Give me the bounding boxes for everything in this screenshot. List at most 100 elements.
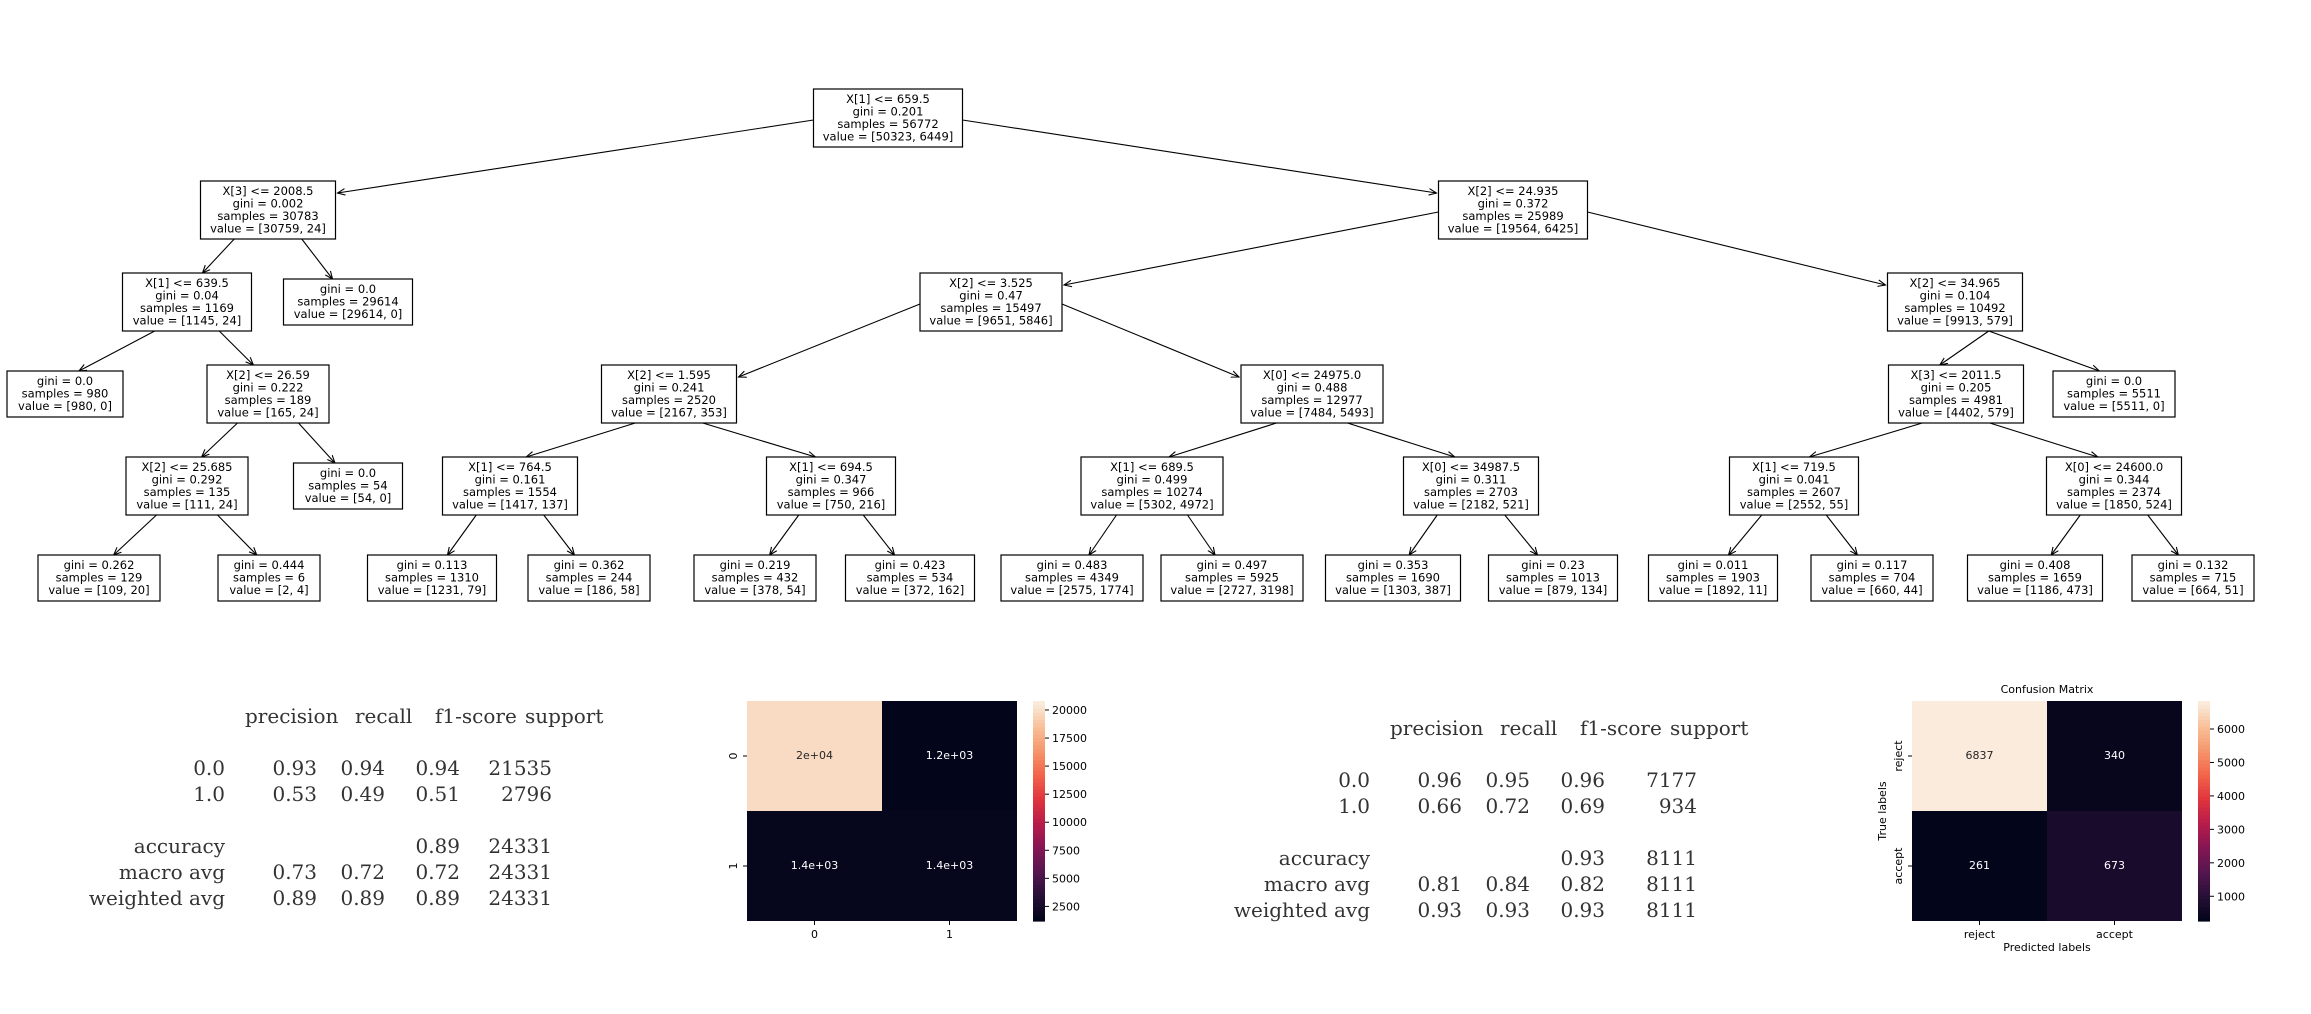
heatmap-cell [2047,811,2182,921]
colorbar-segment [2198,884,2210,889]
tree-node-line: value = [378, 54] [704,583,805,597]
heatmap-cell-label: 2e+04 [796,749,833,762]
report-cell: 0.73 [272,860,317,884]
report-cell: 0.53 [272,782,317,806]
report-header: support [525,704,604,728]
colorbar-segment [2198,726,2210,731]
tree-node-line: gini = 0.04 [155,289,219,303]
tree-node-line: samples = 10492 [1904,301,2005,315]
tree-edge [962,119,1437,193]
report-cell: 8111 [1646,872,1697,896]
colorbar-segment [1033,822,1045,827]
colorbar-segment [2198,818,2210,823]
colorbar-segment [2198,704,2210,709]
report-cell: 0.96 [1417,768,1462,792]
report-cell: 0.94 [340,756,385,780]
tree-node-line: samples = 1659 [1988,571,2082,585]
heatmap-cell-label: 6837 [1966,749,1994,762]
tree-node-line: value = [1303, 387] [1335,583,1451,597]
tree-node-line: X[2] <= 1.595 [627,368,711,382]
tree-edge [301,238,333,279]
tree-node-box [121,272,253,332]
tree-node-line: value = [30759, 24] [210,222,326,236]
tree-node-box [812,88,964,148]
colorbar-segment [2198,847,2210,852]
report-cell: 0.93 [1560,846,1605,870]
tree-node-line: samples = 12977 [1261,393,1362,407]
tree-node-line: gini = 0.262 [64,558,135,572]
report-header: precision [245,704,339,728]
tree-node-line: value = [29614, 0] [294,307,403,321]
tree-node-box [206,364,330,424]
tree-node-box [2052,370,2176,418]
tree-edge [1061,303,1239,377]
tree-node-line: samples = 1554 [463,485,557,499]
tree-node-box [366,554,498,602]
tree-node-line: X[2] <= 24.935 [1468,184,1559,198]
report-cell: 24331 [488,834,552,858]
colorbar-segment [2198,792,2210,797]
colorbar-tick-label: 17500 [1052,732,1087,745]
tree-node-line: samples = 2374 [2067,485,2161,499]
tree-node-line: samples = 4981 [1909,393,2003,407]
heatmap-cell [1912,811,2047,921]
report-cell: 0.72 [415,860,460,884]
tree-node-line: value = [2575, 1774] [1010,583,1133,597]
report-cell: 0.89 [272,886,317,910]
tree-edge [1587,211,1886,285]
tree-node-line: value = [980, 0] [18,399,112,413]
tree-node-box [2045,456,2183,516]
report-row-label: weighted avg [1233,898,1370,922]
tree-node-box [1080,456,1224,516]
tree-node-line: samples = 432 [712,571,799,585]
heatmap-x-tick-label: 0 [811,928,818,941]
tree-node-line: gini = 0.483 [1037,558,1108,572]
colorbar-segment [2198,888,2210,893]
tree-node-box [527,554,651,602]
report-cell: 934 [1658,794,1697,818]
report-cell: 0.72 [340,860,385,884]
tree-node-line: value = [660, 44] [1821,583,1922,597]
tree-node-line: X[1] <= 639.5 [145,276,229,290]
tree-node-line: samples = 1013 [1506,571,1600,585]
tree-edge [770,514,800,555]
colorbar-segment [2198,730,2210,735]
tree-node-line: value = [1850, 524] [2056,498,2172,512]
colorbar-segment [2198,737,2210,742]
tree-node-box [1324,554,1462,602]
tree-node-box [693,554,817,602]
tree-node-line: value = [9651, 5846] [929,314,1052,328]
tree-node-box [1966,554,2104,602]
colorbar-segment [1033,888,1045,893]
colorbar-segment [1033,899,1045,904]
colorbar-segment [1033,785,1045,790]
tree-node-line: X[1] <= 659.5 [846,92,930,106]
tree-node-line: samples = 2703 [1424,485,1518,499]
tree-edge [1940,330,1990,365]
heatmap-x-tick-label: accept [2096,928,2134,941]
colorbar-segment [1033,844,1045,849]
tree-node-line: samples = 15497 [940,301,1041,315]
colorbar-tick-label: 2500 [1052,900,1080,913]
tree-edge [1989,422,2098,457]
tree-node-line: gini = 0.423 [875,558,946,572]
tree-node-line: value = [2552, 55] [1740,498,1849,512]
tree-node-line: samples = 54 [308,479,387,493]
tree-edge [702,422,816,457]
tree-node-box [1887,364,2025,424]
report-cell: 0.96 [1560,768,1605,792]
heatmap-y-tick-label: 0 [727,753,740,760]
colorbar-tick-label: 6000 [2217,723,2245,736]
heatmap-y-tick-label: 1 [727,863,740,870]
colorbar-segment [1033,770,1045,775]
colorbar-segment [2198,811,2210,816]
